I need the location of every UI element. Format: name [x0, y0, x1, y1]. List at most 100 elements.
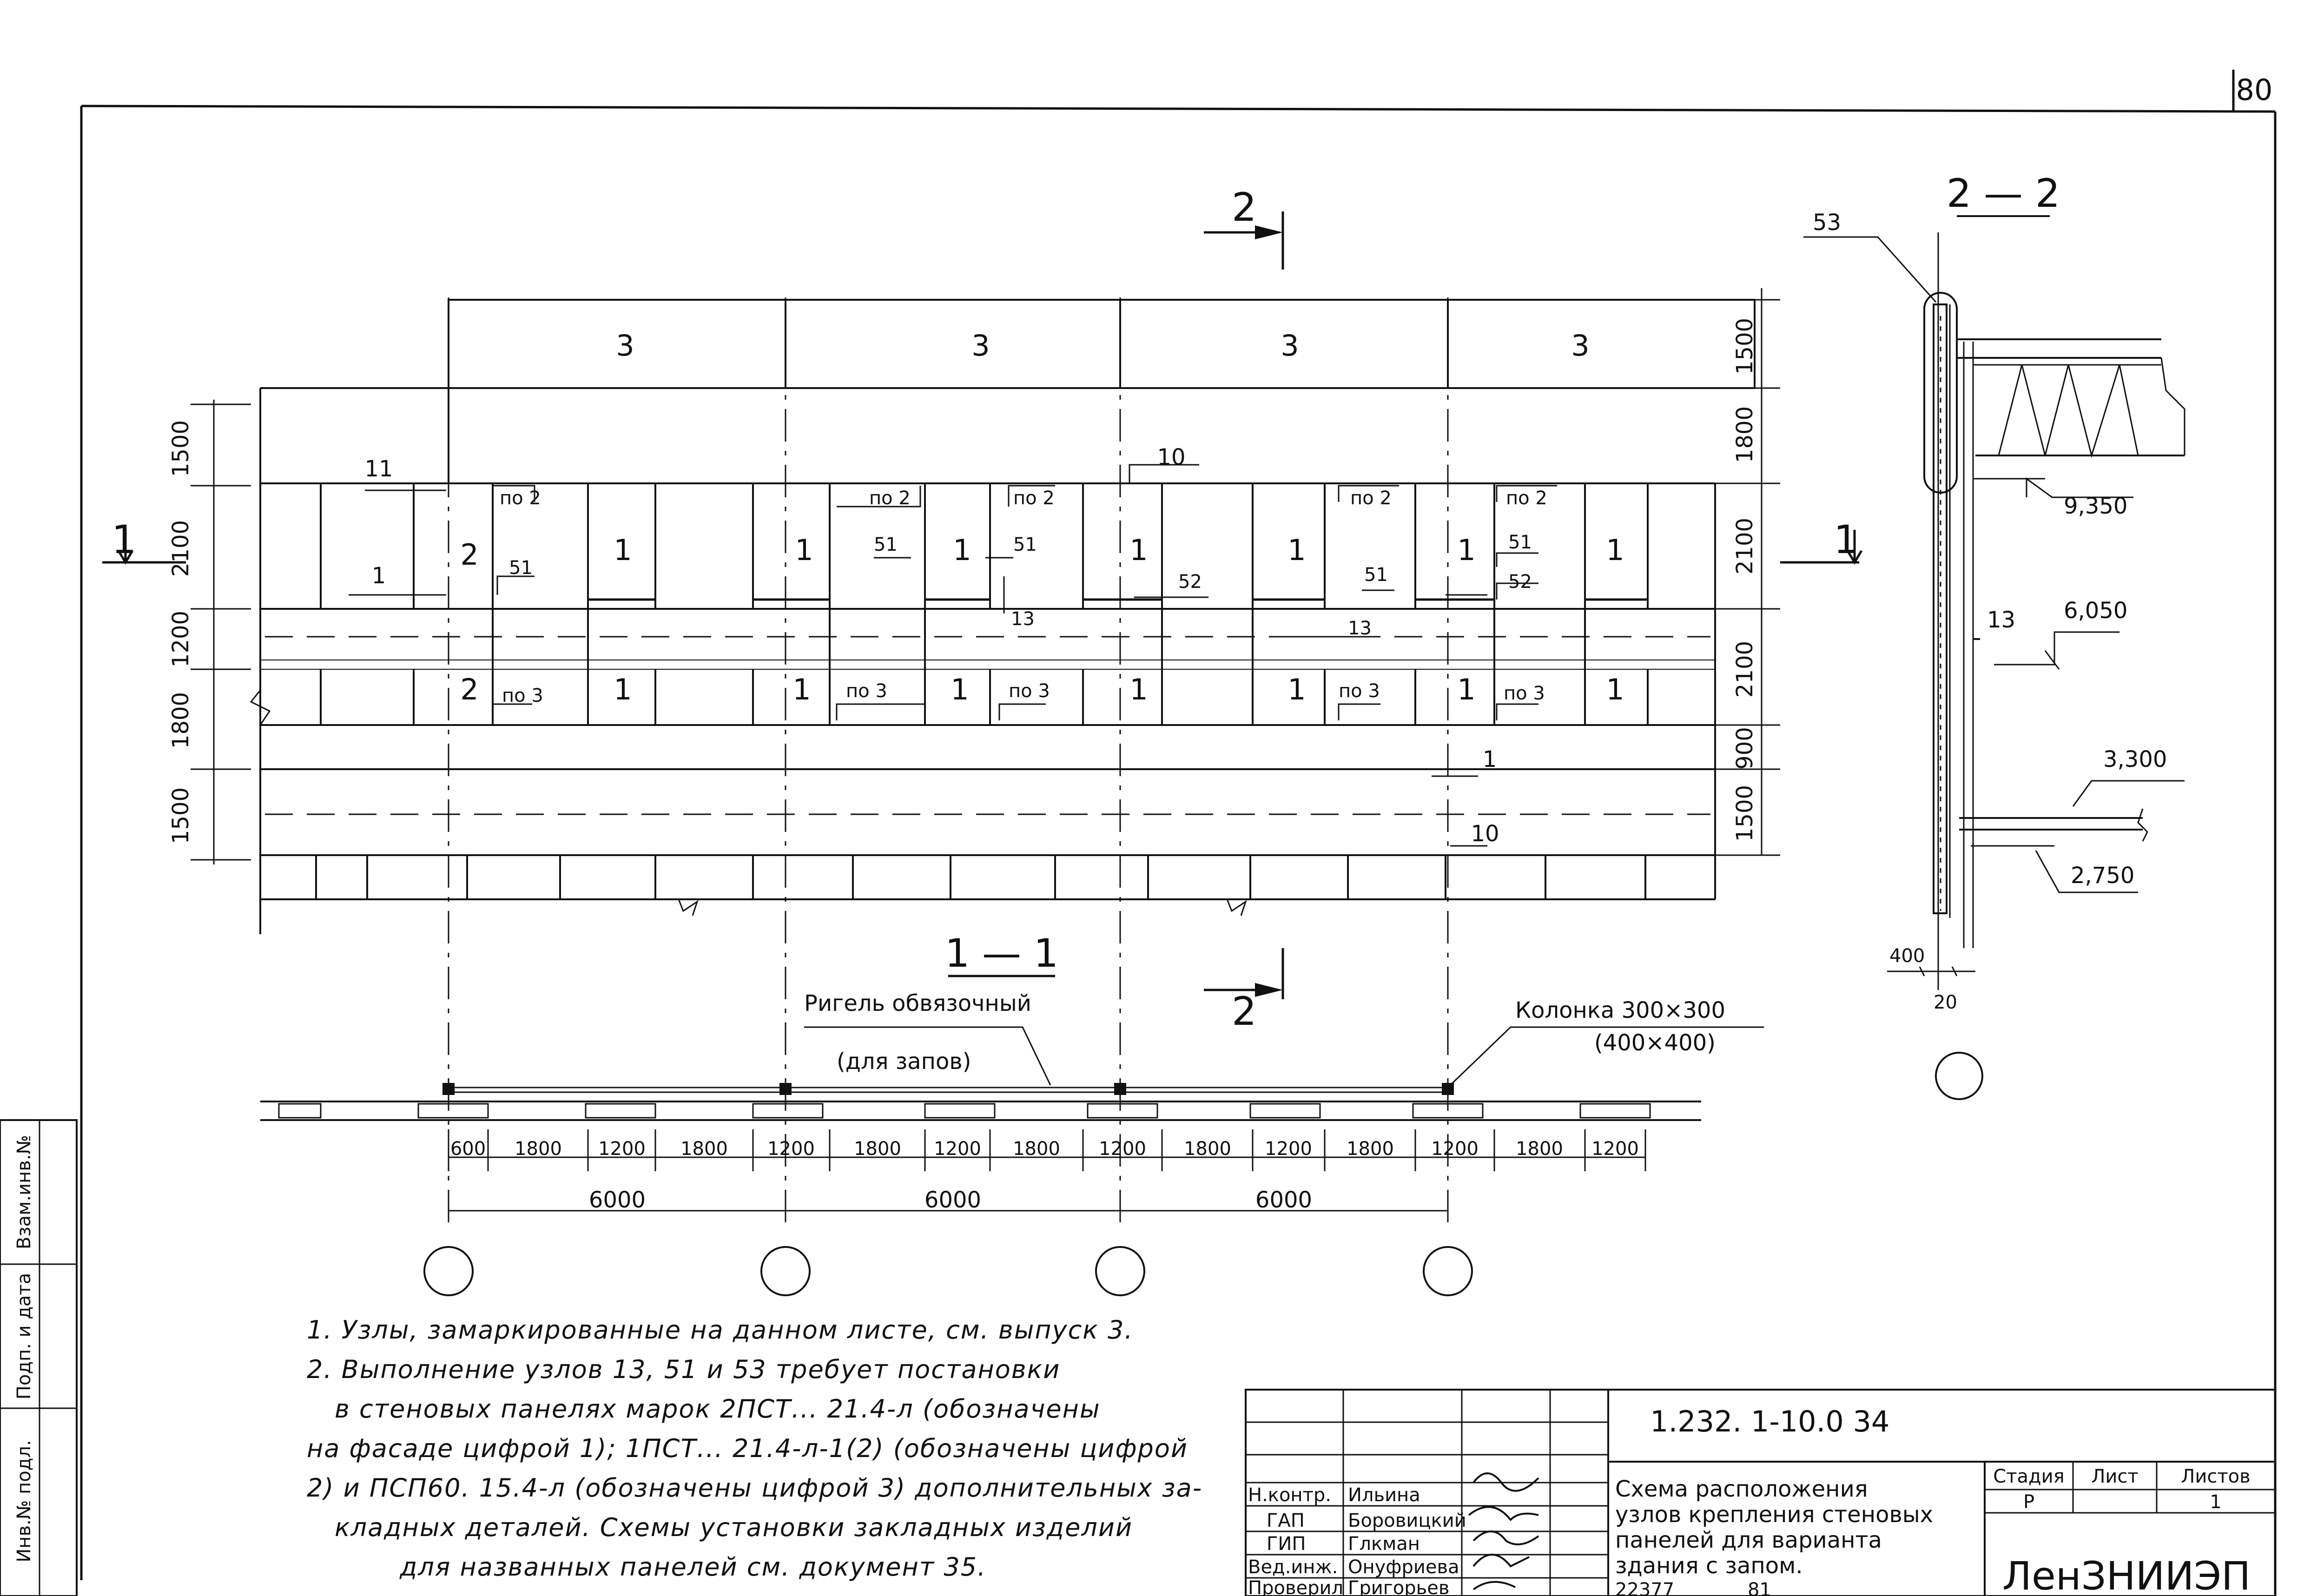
rigel-sub: (для запов): [837, 1049, 971, 1075]
axis-bubble: [1935, 1052, 1983, 1100]
axis-bubble: [760, 1246, 811, 1296]
section-title: 2 — 2: [1947, 171, 2060, 216]
callout-po3: по 3: [1009, 680, 1050, 702]
callout-po3: по 3: [1504, 683, 1545, 704]
rigel-label: Ригель обвязочный: [804, 990, 1031, 1016]
title-block: [1245, 1389, 2276, 1596]
panel-mark-2: 2: [460, 538, 478, 572]
plan-texts: Ригель обвязочный (для запов) Колонка 30…: [450, 990, 1725, 1213]
dim-right: 900: [1732, 727, 1758, 770]
panel-mark-1: 1: [1606, 673, 1624, 706]
role: ГАП: [1267, 1510, 1305, 1531]
callout-po3: по 3: [846, 680, 887, 702]
note-line: кладных деталей. Схемы установки закладн…: [335, 1513, 1133, 1542]
panel-mark-1: 1: [953, 533, 971, 567]
section-mark-1-left: 1: [112, 517, 136, 562]
stage-value: Р: [2023, 1491, 2034, 1513]
role: Н.контр.: [1248, 1484, 1331, 1506]
callout-1: 1: [1483, 746, 1497, 772]
callout-po3: по 3: [502, 685, 543, 706]
doc-code: 1.232. 1-10.0 34: [1650, 1405, 1889, 1438]
callout-51: 51: [1013, 534, 1037, 555]
plan-title: 1 — 1: [945, 930, 1058, 976]
mark-3: 3: [1281, 329, 1299, 363]
dim: 1200: [934, 1138, 981, 1160]
panel-mark-1: 1: [1129, 533, 1148, 567]
dim: 1200: [598, 1138, 646, 1160]
role: Вед.инж.: [1248, 1556, 1338, 1578]
dim: 1200: [1265, 1138, 1312, 1160]
node-53: 53: [1813, 210, 1841, 236]
dim: 1200: [767, 1138, 815, 1160]
name: Боровицкий: [1348, 1510, 1466, 1531]
dim: 1800: [854, 1138, 901, 1160]
dim-right: 2100: [1732, 641, 1758, 698]
elevation: 6,050: [2064, 598, 2127, 624]
callout-52: 52: [1178, 571, 1202, 593]
callout-10: 10: [1157, 444, 1185, 470]
dim-left: 1500: [168, 420, 194, 477]
dim-400: 400: [1889, 945, 1925, 967]
dim: 1800: [1347, 1138, 1394, 1160]
panel-mark-1: 1: [1457, 673, 1475, 706]
callout-51: 51: [1508, 532, 1532, 553]
panel-mark-1: 1: [614, 673, 632, 706]
panel-mark-1: 1: [792, 673, 811, 706]
role: Проверил: [1248, 1577, 1343, 1596]
section-2-2: [1803, 215, 2185, 1100]
dim: 1800: [1184, 1138, 1231, 1160]
stamp-field: Инв.№ подл.: [13, 1440, 35, 1562]
callout-po3: по 3: [1339, 680, 1380, 702]
panel-mark-1: 1: [1606, 533, 1624, 567]
callout-po2: по 2: [869, 488, 911, 509]
title-block-texts: 1.232. 1-10.0 34 Н.контр. ГАП ГИП Вед.ин…: [13, 1135, 2251, 1596]
header-sheets: Листов: [2181, 1466, 2250, 1487]
elevation: 3,300: [2103, 746, 2167, 772]
dim: 1800: [515, 1138, 562, 1160]
note-line: для названных панелей см. документ 35.: [400, 1552, 987, 1582]
dim: 1200: [1591, 1138, 1639, 1160]
axis-bubble: [1095, 1246, 1145, 1296]
frame-top: [81, 105, 2276, 113]
callout-52: 52: [1508, 571, 1532, 593]
signature: [1468, 1472, 1539, 1590]
archive-number: 22377: [1615, 1579, 1674, 1596]
dim-left: 1500: [168, 787, 194, 844]
mark-3: 3: [616, 329, 634, 363]
sheets-value: 1: [2210, 1491, 2221, 1513]
panel-mark-1: 1: [1457, 533, 1475, 567]
column-label: Колонка 300×300: [1515, 997, 1725, 1023]
callout-13: 13: [1011, 608, 1035, 630]
node-53-outline: [1923, 292, 1958, 494]
name: Ильина: [1348, 1484, 1420, 1506]
note-line: на фасаде цифрой 1); 1ПСТ... 21.4-л-1(2)…: [307, 1434, 1188, 1463]
drawing-title: здания с запом.: [1615, 1553, 1803, 1579]
note-line: 2) и ПСП60. 15.4-л (обозначены цифрой 3)…: [307, 1473, 1203, 1503]
column-sub: (400×400): [1594, 1030, 1716, 1056]
callout-11: 11: [364, 456, 393, 482]
organization: ЛенЗНИИЭП: [2002, 1553, 2251, 1596]
dim-6000: 6000: [924, 1187, 981, 1213]
callout-po2: по 2: [1350, 488, 1392, 509]
callout-51: 51: [509, 557, 533, 579]
drawing-title: панелей для варианта: [1615, 1527, 1882, 1553]
mark-3: 3: [1571, 329, 1589, 363]
section-mark-2-top: 2: [1232, 185, 1256, 230]
note-line: в стеновых панелях марок 2ПСТ... 21.4-л …: [335, 1394, 1101, 1424]
role: ГИП: [1267, 1533, 1306, 1555]
axis-bubble: [1423, 1246, 1473, 1296]
stamp-field: Подп. и дата: [13, 1273, 35, 1399]
callout-po2: по 2: [1013, 488, 1055, 509]
drawing-title: Схема расположения: [1615, 1476, 1868, 1502]
header-stage: Стадия: [1993, 1466, 2064, 1487]
note-line: 2. Выполнение узлов 13, 51 и 53 требует …: [307, 1355, 1061, 1384]
node-13: 13: [1987, 607, 2015, 633]
callout-51: 51: [874, 534, 898, 555]
dim-600: 600: [450, 1138, 486, 1160]
panel-mark-1: 1: [1287, 673, 1306, 706]
dim: 1800: [680, 1138, 728, 1160]
dim: 1200: [1099, 1138, 1146, 1160]
dim-right: 1500: [1732, 785, 1758, 842]
dim-left: 2100: [168, 520, 194, 577]
